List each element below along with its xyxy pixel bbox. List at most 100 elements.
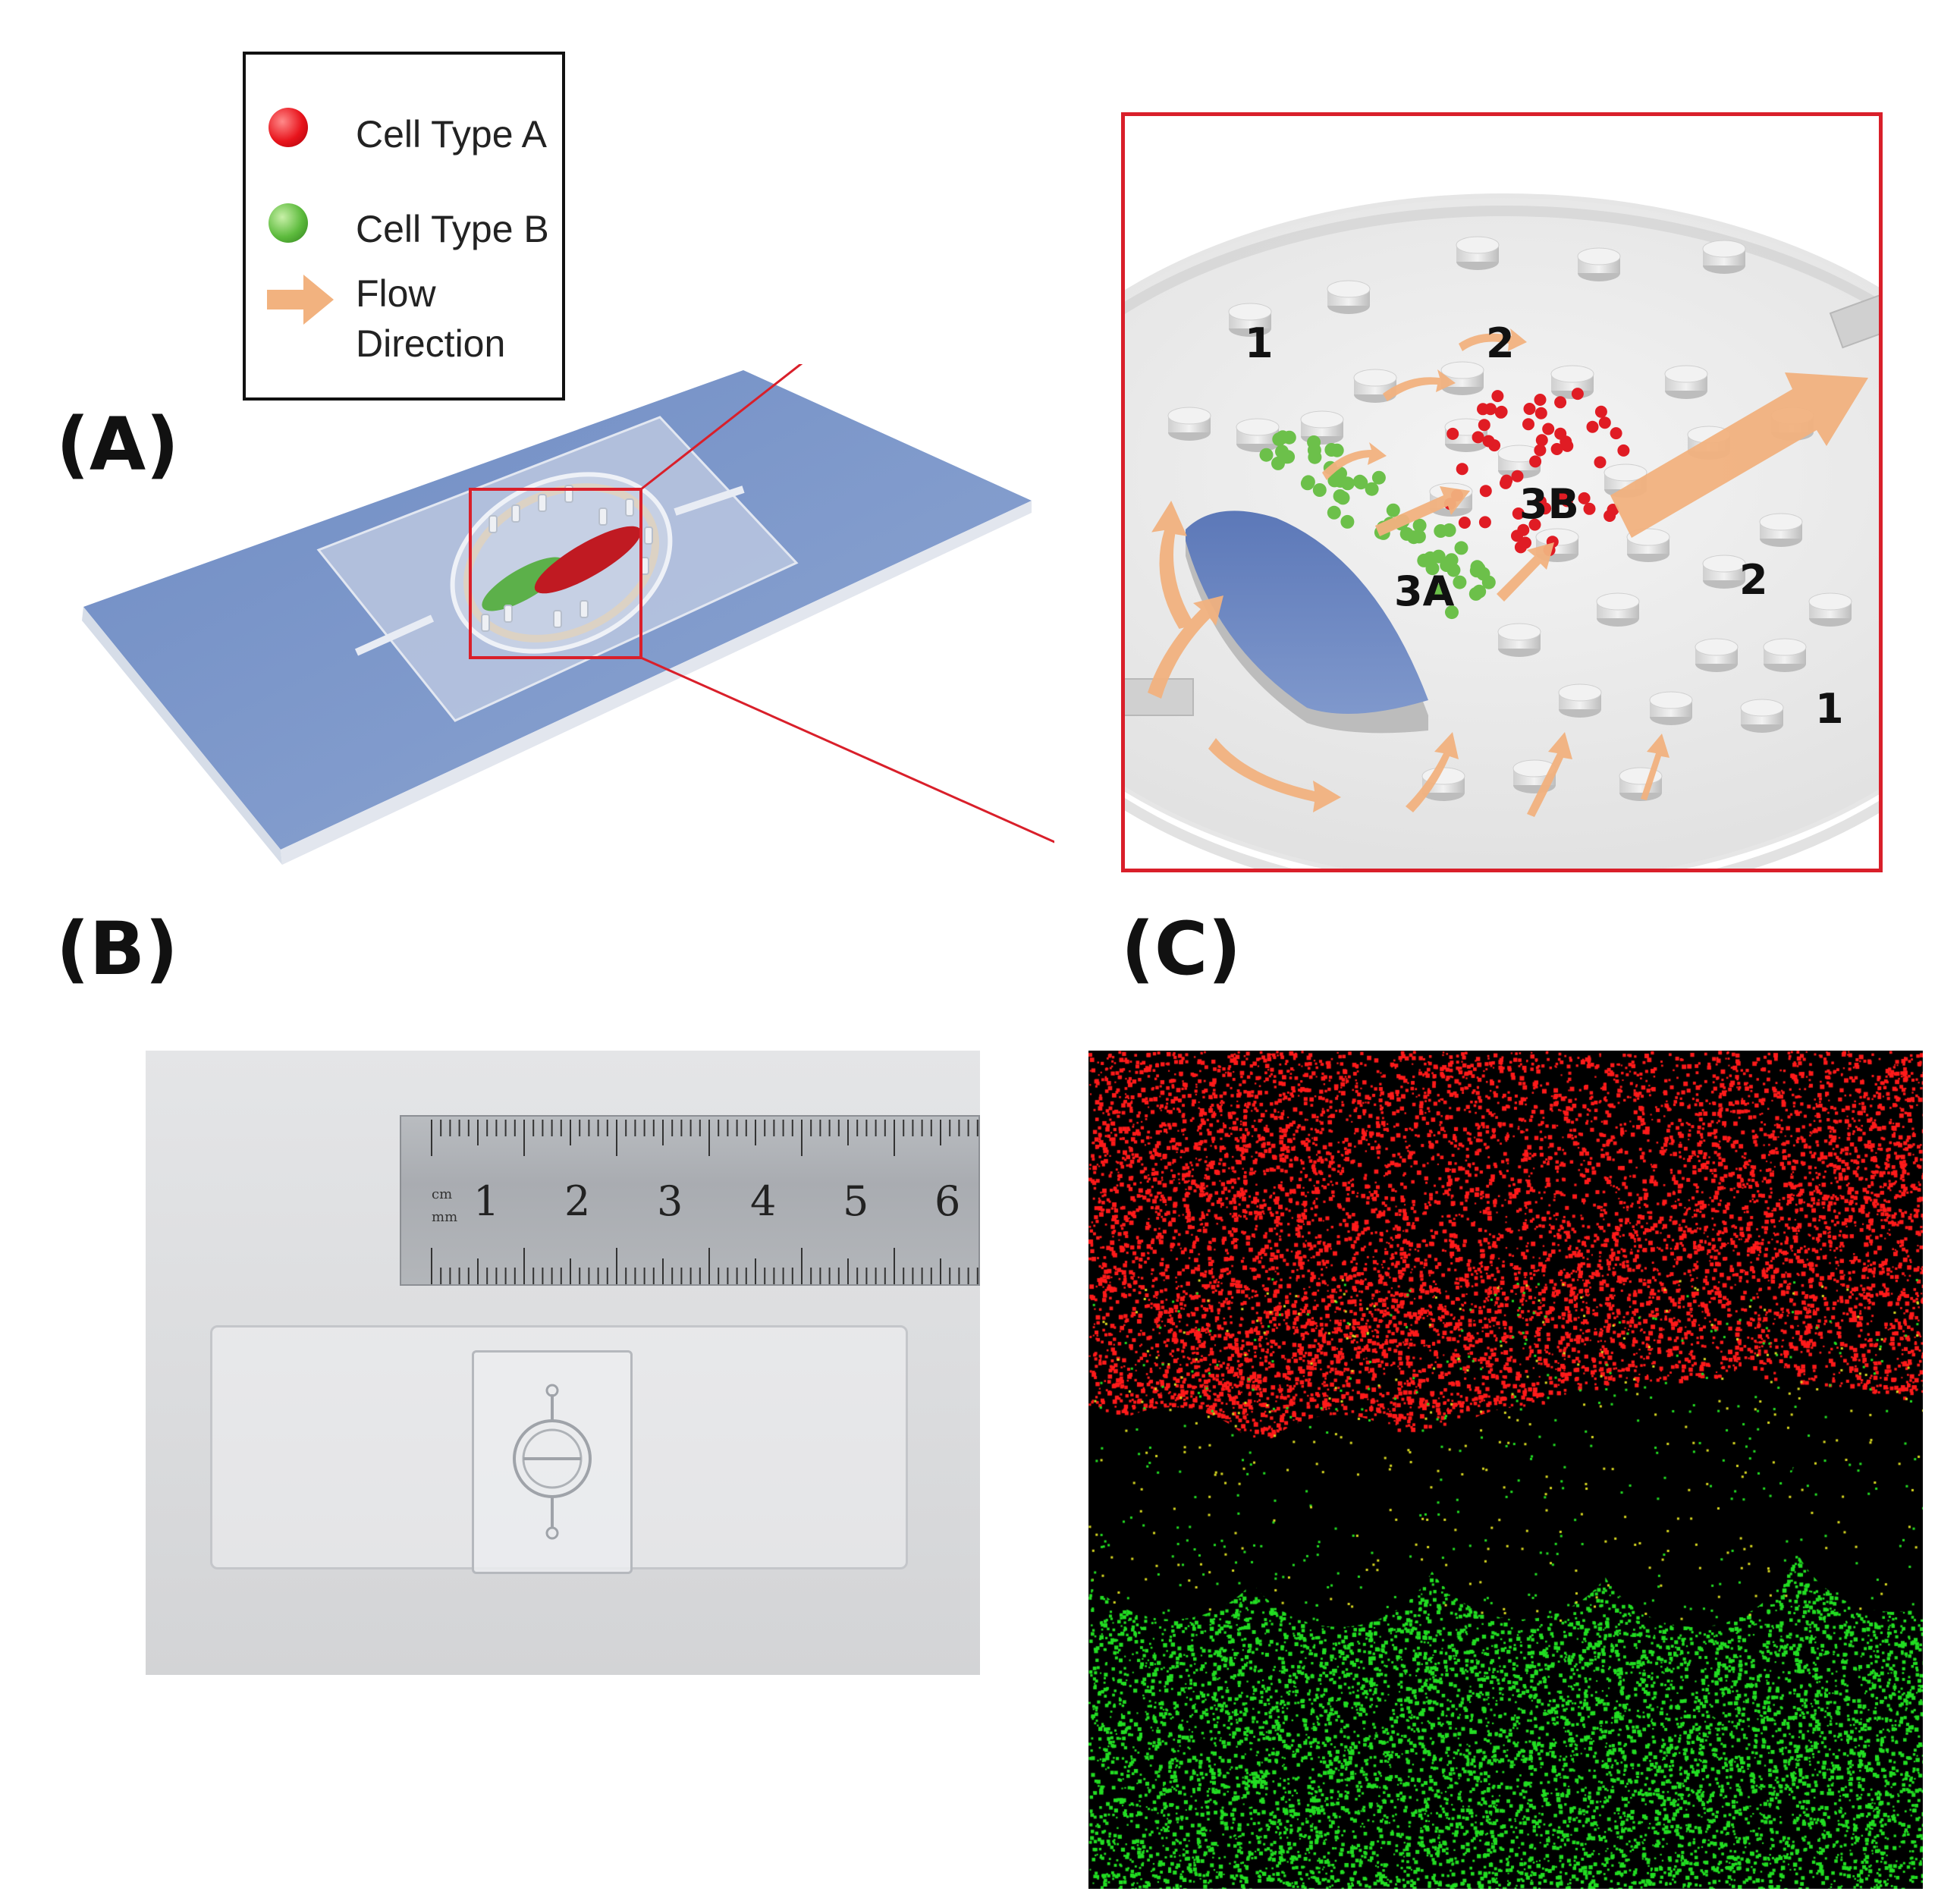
ruler-number-3: 3 (657, 1177, 683, 1225)
zoom-connector-bottom (640, 656, 1054, 844)
cell-a (1446, 427, 1459, 440)
ruler-number-5: 5 (843, 1177, 869, 1225)
chip-chamber-outline (513, 1384, 592, 1540)
cell-b (1330, 443, 1344, 457)
cell-b (1412, 529, 1426, 544)
pillar (1577, 247, 1621, 281)
cell-b (1307, 435, 1321, 449)
ruler-unit-mm: mm (432, 1209, 458, 1225)
fluorescence-image (1088, 1051, 1923, 1889)
cell-a (1523, 403, 1536, 415)
zoom-label-2-right: 2 (1739, 556, 1768, 604)
cell-a (1554, 396, 1567, 409)
cell-a (1598, 416, 1611, 429)
cell-b (1454, 541, 1468, 555)
legend-label-cell-b: Cell Type B (356, 208, 549, 250)
cell-a (1500, 474, 1513, 487)
cell-a (1522, 418, 1534, 431)
blue-barrier (1186, 511, 1428, 734)
cell-a (1491, 390, 1504, 403)
cell-b (1446, 563, 1461, 577)
cell-a (1519, 536, 1531, 549)
cell-b-region (482, 557, 565, 611)
ruler: cm mm 1 2 3 4 5 6 (400, 1115, 980, 1286)
pillar (1497, 445, 1541, 479)
cell-a (1478, 419, 1490, 432)
cell-a (1511, 529, 1523, 542)
pillar (1327, 280, 1371, 314)
panel-label-b: (B) (56, 906, 178, 991)
cell-b (1371, 470, 1386, 485)
pillar (1740, 699, 1784, 733)
cell-a (1594, 405, 1607, 418)
cell-a (1529, 455, 1542, 468)
cell-b (1453, 575, 1467, 589)
cell-a (1560, 435, 1572, 448)
cell-a (1578, 492, 1591, 504)
cell-a (1610, 427, 1622, 440)
pillar (1695, 638, 1739, 672)
cell-b (1340, 514, 1355, 529)
zoom-label-2-top: 2 (1486, 319, 1515, 367)
cell-a (1478, 516, 1491, 529)
pillar (1763, 638, 1807, 672)
zoom-label-1-bottom: 1 (1815, 685, 1844, 733)
cell-b (1333, 473, 1348, 488)
cell-b (1386, 503, 1400, 517)
panel-label-c: (C) (1121, 906, 1242, 991)
highlight-box (469, 488, 642, 659)
arrow-right-icon (267, 275, 334, 325)
pillar (1702, 555, 1746, 589)
cell-a (1472, 431, 1484, 444)
cell-b (1472, 561, 1486, 576)
cell-b (1336, 491, 1350, 505)
ruler-number-4: 4 (750, 1177, 777, 1225)
cell-a (1512, 507, 1525, 520)
zoom-label-1-top: 1 (1245, 319, 1274, 367)
cell-b (1431, 583, 1444, 598)
cell-a (1534, 444, 1547, 457)
zoom-connector-top (640, 364, 803, 491)
cell-a (1603, 510, 1616, 522)
legend-label-flow: Flow Direction (356, 272, 506, 365)
cell-a (1511, 470, 1524, 482)
ruler-unit-cm: cm (432, 1186, 453, 1202)
cell-a (1477, 403, 1489, 416)
cell-b-cluster (1259, 430, 1496, 620)
cell-b (1282, 430, 1296, 445)
pillar (1497, 623, 1541, 657)
cell-a (1571, 388, 1584, 401)
zoom-scene: 1 2 3B 3A 2 1 (1125, 193, 1879, 869)
legend-label-cell-a: Cell Type A (356, 113, 548, 156)
cell-b (1442, 523, 1456, 537)
cell-a-region (534, 526, 642, 594)
outlet-channel (1829, 291, 1879, 349)
zoom-label-3b: 3B (1519, 480, 1579, 528)
cell-a (1535, 434, 1548, 447)
pillar (1558, 683, 1602, 718)
ruler-number-1: 1 (473, 1177, 500, 1225)
pillar (1236, 418, 1280, 452)
device-photo: cm mm 1 2 3 4 5 6 (146, 1051, 980, 1675)
cell-b (1417, 553, 1431, 567)
zoom-detail: 1 2 3B 3A 2 1 (1121, 112, 1883, 872)
cell-a-cluster (1443, 388, 1630, 557)
cell-a (1456, 463, 1468, 476)
cell-b (1327, 505, 1341, 520)
pillar (1228, 303, 1272, 337)
cell-a (1617, 444, 1630, 457)
legend: Cell Type A Cell Type B Flow Direction (243, 52, 565, 401)
cell-a (1528, 518, 1541, 531)
cell-a (1534, 394, 1547, 406)
pdms-chip-photo (472, 1350, 633, 1574)
flow-arrows (1148, 328, 1868, 817)
cell-b (1399, 526, 1414, 541)
cell-a (1534, 407, 1547, 419)
cell-b (1412, 518, 1427, 533)
pillar (1664, 365, 1708, 399)
slide-edge (82, 607, 282, 865)
cell-a (1556, 489, 1569, 501)
cell-b (1301, 475, 1315, 489)
pillar (1167, 407, 1211, 441)
panel-label-a: (A) (56, 402, 180, 487)
